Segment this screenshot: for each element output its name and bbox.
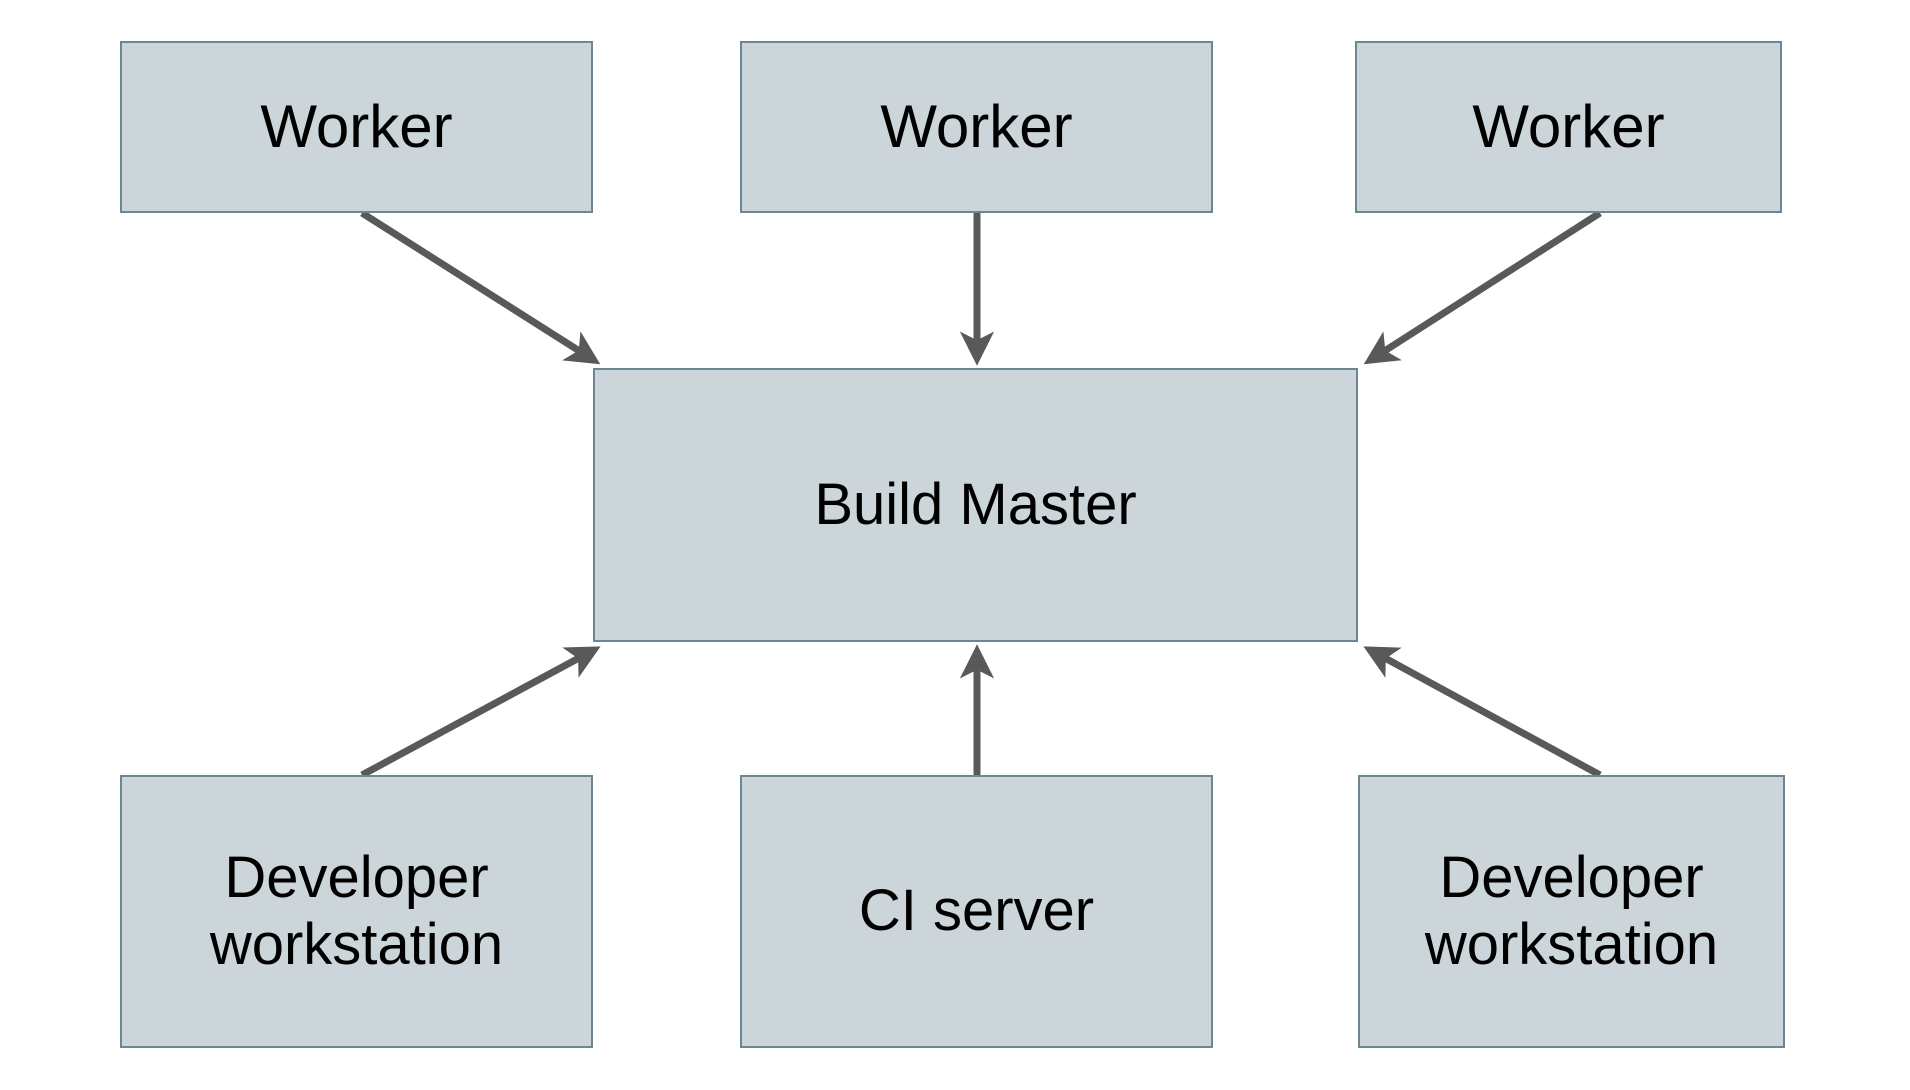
node-dev-workstation-right[interactable]: Developer workstation	[1358, 775, 1785, 1048]
edge-devws-left-master	[360, 646, 601, 779]
node-label: Build Master	[814, 471, 1137, 537]
node-worker-1[interactable]: Worker	[120, 41, 593, 213]
node-label: Worker	[880, 92, 1073, 160]
node-label: CI server	[858, 878, 1095, 944]
node-label: Developer workstation	[1424, 845, 1719, 977]
node-build-master[interactable]: Build Master	[593, 368, 1358, 642]
node-worker-3[interactable]: Worker	[1355, 41, 1782, 213]
node-dev-workstation-left[interactable]: Developer workstation	[120, 775, 593, 1048]
edge-worker3-master	[1363, 210, 1602, 365]
node-label: Worker	[260, 92, 453, 160]
edge-devws-right-master	[1363, 646, 1602, 779]
node-label: Developer workstation	[209, 845, 504, 977]
node-worker-2[interactable]: Worker	[740, 41, 1213, 213]
node-label: Worker	[1472, 92, 1665, 160]
edge-worker1-master	[360, 210, 601, 365]
node-ci-server[interactable]: CI server	[740, 775, 1213, 1048]
